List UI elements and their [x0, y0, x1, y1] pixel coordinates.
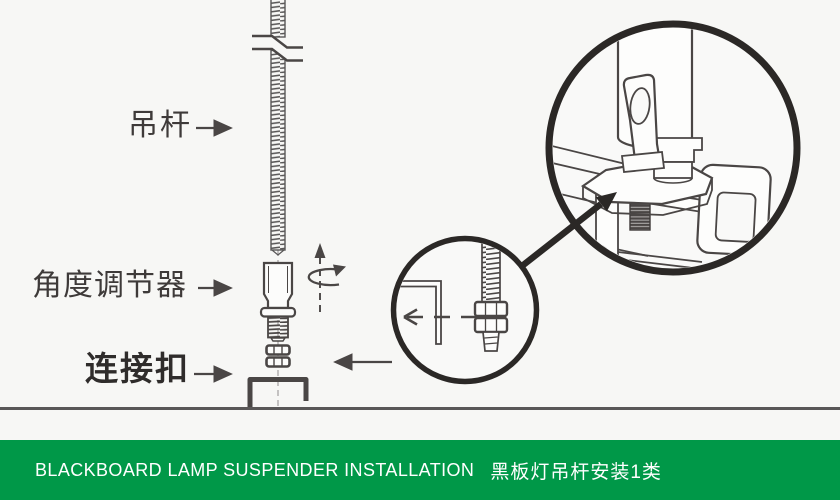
rotation-arrow-icon: [307, 243, 346, 312]
detail-circle-clamp: [545, 20, 801, 276]
adjuster-threaded-stud: [267, 315, 289, 339]
leader-arrows: [194, 119, 392, 383]
banner-title-en: BLACKBOARD LAMP SUSPENDER INSTALLATION: [35, 459, 475, 480]
banner-title-zh: 黑板灯吊杆安装1类: [490, 461, 662, 483]
angle-adjuster-part: [259, 261, 297, 342]
dashed-left-arrow-icon: [403, 308, 484, 326]
callout-arrow-icon: [519, 192, 617, 269]
detail-circle-screw: [390, 235, 540, 385]
hook-eye-part: [620, 73, 666, 173]
label-connector-buckle: 连接扣: [85, 350, 190, 387]
rod-break-gap: [253, 37, 303, 59]
footer-banner: BLACKBOARD LAMP SUSPENDER INSTALLATION 黑…: [0, 440, 840, 500]
suspension-rod: [252, 0, 303, 256]
lock-nuts: [265, 344, 291, 368]
l-bracket-part: [396, 280, 442, 345]
screw-with-nuts: [473, 241, 509, 352]
rod-break-symbol: [252, 34, 303, 62]
up-arrow-icon: [314, 243, 326, 258]
label-suspension-rod: 吊杆: [128, 109, 192, 142]
connector-buckle-part: [247, 377, 309, 408]
label-angle-adjuster: 角度调节器: [32, 269, 187, 302]
threaded-stub: [629, 203, 651, 231]
